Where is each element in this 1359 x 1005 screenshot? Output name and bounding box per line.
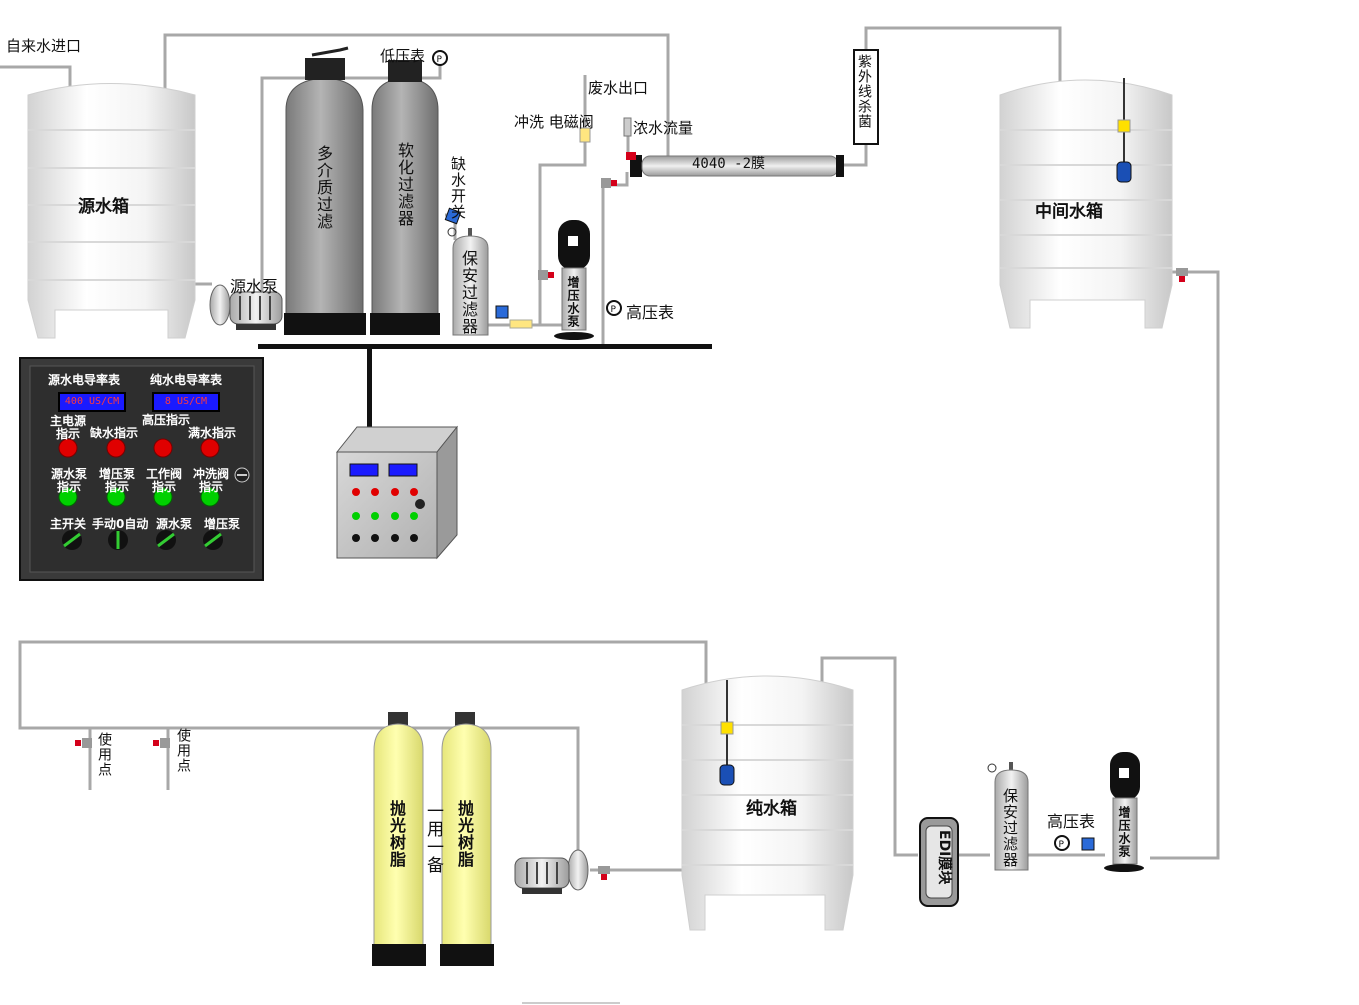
polishing-resin-vessel-2 [440,712,494,966]
security-filter-2-label: 保安过滤器 [1001,788,1019,868]
low-pressure-gauge-label: 低压表 [380,47,426,65]
edi-module [919,817,959,907]
flush-valve-indicator-label: 冲洗阀指示 [192,467,229,494]
equipment-base-bar [258,344,712,349]
tap-water-inlet-label: 自来水进口 [6,37,82,55]
security-filter-1-label: 保安过滤器 [459,250,478,335]
intermediate-tank-label: 中间水箱 [1035,202,1103,222]
pressure-gauge-icon: P [1054,835,1070,851]
manual-auto-label: 手动0自动 [92,517,149,531]
flush-solenoid-valve-label: 冲洗 电磁阀 [514,113,594,131]
control-cable [367,349,372,439]
pure-conductivity-label: 纯水电导率表 [150,373,223,387]
multi-media-filter-vessel [284,46,366,335]
pressure-gauge-icon: P [606,300,622,316]
shortage-indicator-label: 缺水指示 [90,426,139,440]
main-power-indicator-label: 主电源指示 [49,414,86,441]
selector-switch-icon [62,530,223,550]
pure-conductivity-display: 8 US/CM [152,392,220,412]
indicator-lights-green [58,487,220,507]
svg-text:P: P [437,55,443,65]
high-pressure-gauge-1-label: 高压表 [626,303,675,322]
use-point-2-label: 使用点 [96,732,112,777]
polishing-resin-vessel-1 [372,712,426,966]
source-tank [27,83,196,339]
one-use-one-standby-label: 一用一备 [423,802,443,874]
control-box [335,425,459,560]
water-shortage-switch-label: 缺水开关 [449,156,467,220]
source-conductivity-display: 400 US/CM [58,392,126,412]
pure-water-tank-label: 纯水箱 [746,799,797,819]
security-filter-2 [987,762,1029,871]
source-pump-indicator-label: 源水泵指示 [50,467,87,494]
svg-text:P: P [1059,840,1065,850]
valve-icon [75,117,1188,880]
indicator-lights-red [58,438,220,458]
source-pump-label: 源水泵 [230,277,279,296]
high-pressure-gauge-2-label: 高压表 [1047,812,1096,831]
use-point-1-label: 使用点 [175,728,191,773]
source-tank-label: 源水箱 [78,197,129,217]
high-pressure-indicator-label: 高压指示 [142,413,191,427]
pressure-switch [1081,837,1095,851]
water-shortage-switch [444,207,462,237]
softener-filter-vessel [370,60,440,335]
membrane-label: 4040 -2膜 [692,156,766,172]
uv-sterilizer-box [853,49,879,145]
security-filter-1 [452,228,533,336]
booster-pump-switch-label: 增压泵 [204,517,241,531]
svg-text:P: P [611,305,617,315]
booster-pump-1-label: 增压水泵 [566,276,580,328]
uv-sterilizer-label: 紫外线杀菌 [856,54,872,129]
source-pump [209,284,283,330]
intermediate-tank [999,78,1173,329]
main-switch-label: 主开关 [50,517,87,531]
work-valve-indicator-label: 工作阀指示 [145,467,182,494]
booster-pump-2 [1104,752,1144,872]
booster-pump-1 [554,220,594,340]
source-conductivity-label: 源水电导率表 [48,373,121,387]
pure-water-tank [681,675,854,931]
pure-water-pump [514,849,589,894]
full-water-indicator-label: 满水指示 [188,426,237,440]
booster-pump-2-label: 增压水泵 [1117,806,1131,858]
polishing-resin-2-label: 抛光树脂 [455,800,474,868]
concentrate-flow-label: 浓水流量 [633,119,694,137]
edi-module-label: EDI膜块 [936,830,952,885]
ro-membrane [626,152,844,177]
waste-water-outlet-label: 废水出口 [588,79,649,97]
multi-media-filter-label: 多介质过滤 [314,145,333,230]
softener-filter-label: 软化过滤器 [395,142,414,227]
polishing-resin-1-label: 抛光树脂 [387,800,406,868]
pressure-gauge-icon: P [432,50,448,66]
booster-pump-indicator-label: 增压泵指示 [98,467,135,494]
source-pump-switch-label: 源水泵 [156,517,193,531]
